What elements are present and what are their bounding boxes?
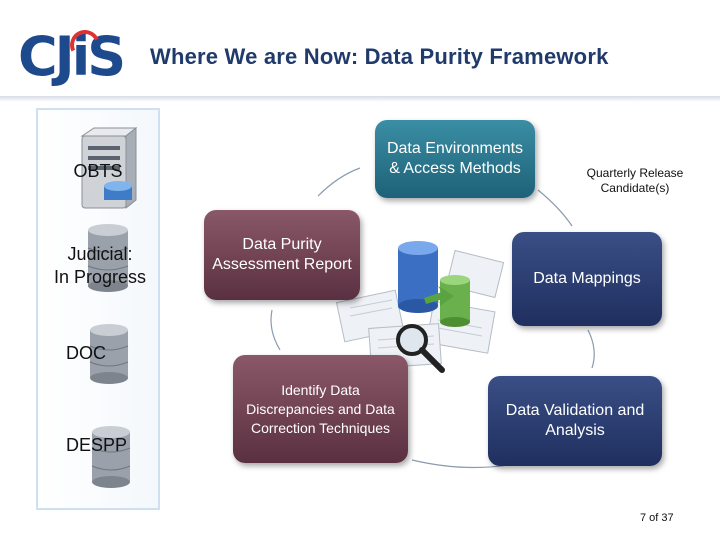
node-data-environments-label: Data Environments & Access Methods	[386, 140, 524, 177]
sidebar-item-obts: OBTS	[73, 161, 123, 181]
node-data-purity-report: Data Purity Assessment Report	[204, 210, 360, 300]
quarterly-release-note: Quarterly Release Candidate(s)	[586, 166, 684, 195]
page-title: Where We are Now: Data Purity Framework	[150, 44, 609, 69]
node-data-mappings: Data Mappings	[512, 232, 662, 326]
node-data-environments: Data Environments & Access Methods	[375, 120, 535, 198]
database-icon	[89, 324, 129, 384]
page-number: 7 of 37	[640, 512, 674, 524]
node-data-purity-report-label: Data Purity Assessment Report	[212, 236, 352, 273]
node-data-validation-label: Data Validation and Analysis	[505, 402, 645, 439]
node-data-mappings-label: Data Mappings	[533, 270, 641, 287]
sidebar-item-doc: DOC	[66, 343, 106, 363]
node-data-validation: Data Validation and Analysis	[488, 376, 662, 466]
cjis-logo: CJiS	[18, 22, 144, 92]
node-identify-discrepancies-label: Identify Data Discrepancies and Data Cor…	[246, 381, 395, 436]
database-icon	[91, 426, 131, 488]
logo-text: CJiS	[18, 25, 126, 88]
node-identify-discrepancies: Identify Data Discrepancies and Data Cor…	[233, 355, 408, 463]
sidebar-item-judicial: Judicial: In Progress	[53, 244, 147, 287]
database-icon	[87, 224, 129, 292]
server-icon	[80, 126, 138, 210]
sidebar-item-despp: DESPP	[66, 435, 128, 455]
title-divider	[0, 96, 720, 102]
